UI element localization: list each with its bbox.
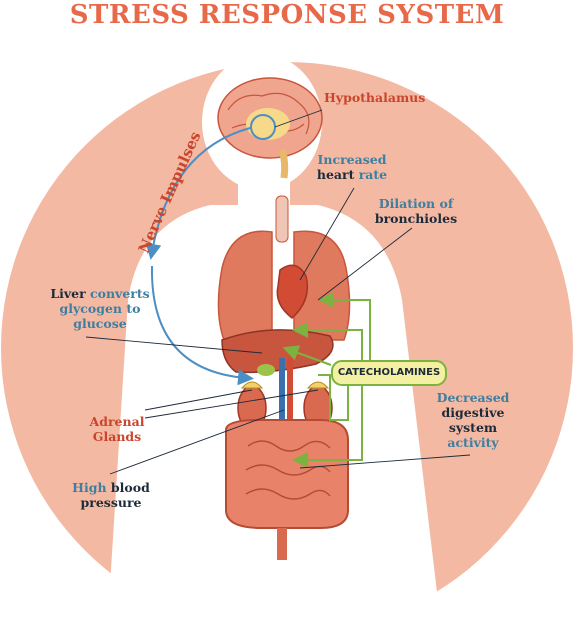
lungs — [217, 230, 351, 341]
liver-label: Liver converts glycogen to glucose — [30, 286, 170, 331]
blood-pressure-label: High blood pressure — [66, 480, 156, 510]
bronchioles-label: Dilation of bronchioles — [366, 196, 466, 226]
adrenal-line-2: Glands — [92, 429, 142, 444]
bp-word-blood: blood — [110, 480, 150, 495]
digestive-line-2: digestive — [441, 405, 505, 420]
adrenal-glands-label: Adrenal Glands — [82, 414, 152, 444]
catecholamines-badge: CATECHOLAMINES — [331, 360, 447, 386]
heart — [276, 264, 309, 319]
bronchioles-line-1: Dilation of — [378, 196, 454, 211]
adrenal-line-1: Adrenal — [89, 414, 145, 429]
bp-line-1: High blood — [66, 480, 156, 495]
liver-line-1: Liver converts — [30, 286, 170, 301]
bp-line-2: pressure — [80, 495, 142, 510]
hypothalamus-label: Hypothalamus — [324, 90, 426, 105]
digestive-line-1: Decreased — [436, 390, 510, 405]
aorta — [279, 358, 285, 428]
leader-lines — [85, 109, 471, 475]
heart-rate-line-1: Increased — [317, 152, 387, 167]
heart-rate-label: Increased heart rate — [312, 152, 392, 182]
liver-converts-word: converts — [90, 286, 150, 301]
liver-word: Liver — [50, 286, 86, 301]
liver-line-3: glucose — [73, 316, 127, 331]
diagram-title: STRESS RESPONSE SYSTEM — [69, 0, 505, 30]
bp-word-high: High — [72, 480, 107, 495]
trachea — [275, 195, 289, 243]
digestive-label: Decreased digestive system activity — [428, 390, 518, 450]
heart-rate-word-rate: rate — [358, 167, 388, 182]
digestive-line-3: system — [448, 420, 498, 435]
digestive-line-4: activity — [447, 435, 499, 450]
nerve-to-adrenal-arrow — [150, 265, 254, 386]
vena-cava — [287, 358, 293, 428]
heart-rate-line-2: heart rate — [312, 167, 392, 182]
liver — [221, 329, 334, 374]
nerve-impulse-arrow — [145, 127, 251, 260]
catecholamine-pathways — [282, 292, 371, 468]
gallbladder — [257, 364, 275, 376]
bronchioles-line-2: bronchioles — [374, 211, 458, 226]
liver-line-2: glycogen to — [59, 301, 141, 316]
heart-rate-word-heart: heart — [316, 167, 355, 182]
brain — [217, 77, 323, 179]
